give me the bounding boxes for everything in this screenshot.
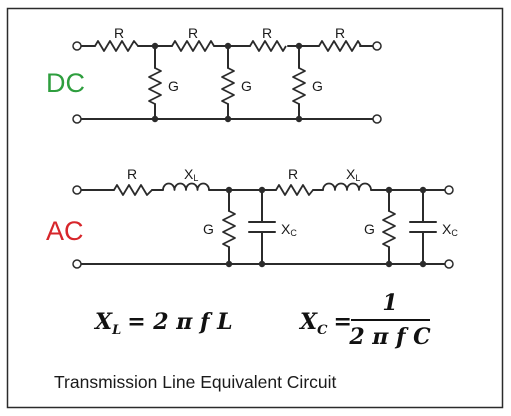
- ac-circuit: R XL R XL G XC G XC AC: [46, 166, 458, 269]
- dc-node: [295, 42, 303, 50]
- ac-node: [258, 186, 266, 194]
- dc-conductance-g3: [292, 67, 306, 105]
- ac-node: [385, 186, 393, 194]
- ac-resistor-r1: [113, 184, 153, 196]
- dc-label-r1: R: [114, 25, 124, 41]
- dc-label-r3: R: [262, 25, 272, 41]
- dc-terminal: [372, 114, 382, 124]
- diagram-caption: Transmission Line Equivalent Circuit: [54, 372, 337, 392]
- xc-numerator: 1: [382, 290, 397, 316]
- ac-capacitor-xc2: [409, 221, 437, 233]
- dc-label-r2: R: [188, 25, 198, 41]
- dc-conductance-g1: [148, 67, 162, 105]
- ac-node: [225, 260, 233, 268]
- dc-resistor-r3: [249, 40, 287, 52]
- dc-resistor-r2: [171, 40, 215, 52]
- ac-label-g2: G: [364, 221, 375, 237]
- ac-label-r1: R: [127, 166, 137, 182]
- dc-node: [224, 42, 232, 50]
- xc-denominator: 2 π f C: [348, 324, 431, 350]
- dc-label-g2: G: [241, 78, 252, 94]
- formula-xc: XC= 1 2 π f C: [298, 290, 431, 350]
- ac-resistor-r2: [275, 184, 314, 196]
- ac-conductance-g2: [382, 210, 396, 248]
- ac-label-g1: G: [203, 221, 214, 237]
- dc-terminal: [72, 114, 82, 124]
- ac-node: [225, 186, 233, 194]
- dc-resistor-r4: [318, 40, 362, 52]
- ac-node: [258, 260, 266, 268]
- ac-label-xc2: XC: [442, 221, 458, 238]
- dc-title: DC: [46, 68, 85, 98]
- ac-label-xl1: XL: [184, 166, 198, 183]
- ac-inductor-xl1: [162, 182, 210, 191]
- ac-label-r2: R: [288, 166, 298, 182]
- ac-node: [419, 260, 427, 268]
- ac-title: AC: [46, 216, 84, 246]
- dc-label-r4: R: [335, 25, 345, 41]
- formula-xl: XL= 2 π f L: [93, 309, 233, 338]
- ac-conductance-g1: [222, 210, 236, 248]
- ac-label-xc1: XC: [281, 221, 297, 238]
- dc-resistor-r1: [94, 40, 139, 52]
- dc-circuit: R R R R G G G DC: [46, 25, 382, 124]
- diagram-border: [6, 7, 504, 409]
- dc-terminal: [72, 41, 82, 51]
- ac-terminal: [444, 185, 454, 195]
- dc-node: [151, 115, 159, 123]
- ac-terminal: [72, 185, 82, 195]
- xl-formula: XL= 2 π f L: [93, 309, 233, 338]
- ac-inductor-xl2: [322, 182, 372, 191]
- ac-node: [385, 260, 393, 268]
- ac-label-xl2: XL: [346, 166, 360, 183]
- ac-terminal: [72, 259, 82, 269]
- dc-label-g1: G: [168, 78, 179, 94]
- ac-capacitor-xc1: [248, 221, 276, 233]
- dc-node: [151, 42, 159, 50]
- dc-label-g3: G: [312, 78, 323, 94]
- dc-conductance-g2: [221, 67, 235, 105]
- dc-node: [295, 115, 303, 123]
- ac-node: [419, 186, 427, 194]
- dc-node: [224, 115, 232, 123]
- ac-terminal: [444, 259, 454, 269]
- dc-terminal: [372, 41, 382, 51]
- xc-formula-lhs: XC=: [298, 309, 352, 338]
